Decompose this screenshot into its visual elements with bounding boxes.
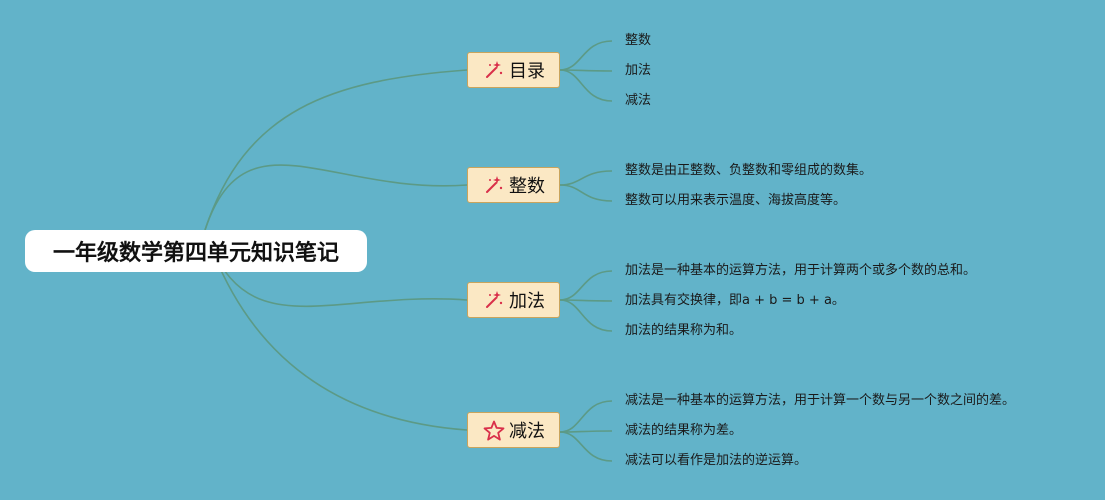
topic-label: 整数 xyxy=(509,176,545,197)
leaf-item[interactable]: 减法 xyxy=(625,93,652,108)
topic-label: 减法 xyxy=(509,421,545,442)
root-to-topic-connector xyxy=(204,229,468,431)
leaf-item[interactable]: 整数可以用来表示温度、海拔高度等。 xyxy=(625,193,847,208)
topic-node-contents[interactable]: 目录 xyxy=(467,52,560,88)
topic-to-leaf-connector xyxy=(559,184,613,202)
topic-to-leaf-connector xyxy=(559,40,613,71)
magic-wand-icon xyxy=(482,59,504,81)
leaf-item[interactable]: 减法是一种基本的运算方法，用于计算一个数与另一个数之间的差。 xyxy=(625,393,1016,408)
leaf-item[interactable]: 加法具有交换律，即a + b = b + a。 xyxy=(625,293,845,308)
topic-label: 目录 xyxy=(509,61,545,82)
leaf-item[interactable]: 加法的结果称为和。 xyxy=(625,323,743,338)
leaf-item[interactable]: 加法 xyxy=(625,63,652,78)
leaf-item[interactable]: 整数是由正整数、负整数和零组成的数集。 xyxy=(625,163,873,178)
topic-label: 加法 xyxy=(509,291,545,312)
magic-wand-icon xyxy=(482,174,504,196)
magic-wand-icon xyxy=(482,289,504,311)
topic-to-leaf-connector xyxy=(559,69,613,102)
topic-node-integers[interactable]: 整数 xyxy=(467,167,560,203)
topic-to-leaf-connector xyxy=(559,299,613,332)
root-title-node[interactable]: 一年级数学第四单元知识笔记 xyxy=(25,230,367,272)
topic-node-subtraction[interactable]: 减法 xyxy=(467,412,560,448)
root-to-topic-connector xyxy=(204,69,468,231)
leaf-item[interactable]: 减法可以看作是加法的逆运算。 xyxy=(625,453,808,468)
topic-to-leaf-connector xyxy=(559,430,613,433)
leaf-item[interactable]: 整数 xyxy=(625,33,652,48)
topic-to-leaf-connector xyxy=(559,170,613,186)
topic-to-leaf-connector xyxy=(559,431,613,462)
root-title: 一年级数学第四单元知识笔记 xyxy=(52,241,339,266)
leaf-item[interactable]: 减法的结果称为差。 xyxy=(625,423,743,438)
topic-to-leaf-connector xyxy=(559,270,613,301)
leaf-item[interactable]: 加法是一种基本的运算方法，用于计算两个或多个数的总和。 xyxy=(625,263,977,278)
topic-to-leaf-connector xyxy=(559,400,613,433)
star-icon xyxy=(482,419,505,441)
topic-node-addition[interactable]: 加法 xyxy=(467,282,560,318)
root-to-topic-connector xyxy=(204,164,468,231)
